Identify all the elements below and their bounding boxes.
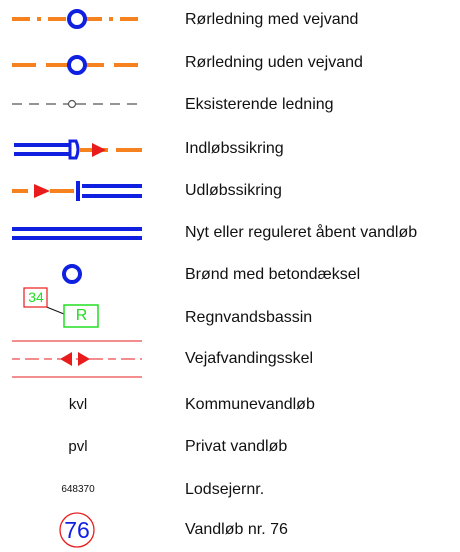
legend-row-inlet-protection: Indløbssikring <box>0 129 460 169</box>
existing-pipe-symbol <box>8 85 148 125</box>
legend-row-watercourse-number: 76 Vandløb nr. 76 <box>0 510 460 550</box>
legend-label: Lodsejernr. <box>185 481 265 498</box>
legend-row-rainwater-basin: 34 R Regnvandsbassin <box>0 287 460 338</box>
watercourse-number-text: 76 <box>64 517 90 543</box>
legend-label: Eksisterende ledning <box>185 96 334 113</box>
rainwater-basin-symbol: 34 R <box>8 286 148 338</box>
legend-row-manhole: Brønd med betondæksel <box>0 255 460 295</box>
legend-row-existing-pipe: Eksisterende ledning <box>0 85 460 125</box>
legend-label: Rørledning uden vejvand <box>185 54 363 71</box>
pipe-without-road-water-symbol <box>8 43 148 83</box>
legend-label: Regnvandsbassin <box>185 309 313 326</box>
inlet-protection-symbol <box>8 129 148 169</box>
legend-row-road-drainage-divide: Vejafvandingsskel <box>0 339 460 379</box>
legend-label: Vejafvandingsskel <box>185 350 314 367</box>
legend-label: Udløbssikring <box>185 182 282 199</box>
watercourse-number-symbol: 76 <box>8 510 148 550</box>
open-watercourse-symbol <box>8 213 148 253</box>
legend-label: Vandløb nr. 76 <box>185 521 288 538</box>
legend-label: Rørledning med vejvand <box>185 11 359 28</box>
legend-row-pipe-with-road-water: Rørledning med vejvand <box>0 0 460 40</box>
legend-row-municipal-watercourse: kvl Kommunevandløb <box>0 385 460 425</box>
legend-label: Indløbssikring <box>185 140 284 157</box>
legend-row-pipe-without-road-water: Rørledning uden vejvand <box>0 43 460 83</box>
legend-row-outlet-protection: Udløbssikring <box>0 171 460 211</box>
legend-row-new-open-watercourse: Nyt eller reguleret åbent vandløb <box>0 213 460 253</box>
legend-row-private-watercourse: pvl Privat vandløb <box>0 427 460 467</box>
legend-label: Privat vandløb <box>185 438 288 455</box>
basin-letter-badge: R <box>75 307 88 324</box>
manhole-symbol <box>8 255 148 295</box>
legend-label: Brønd med betondæksel <box>185 266 361 283</box>
basin-number-badge: 34 <box>28 289 44 305</box>
road-drainage-divide-symbol <box>8 339 148 379</box>
pipe-with-road-water-symbol <box>8 0 148 40</box>
pvl-abbreviation: pvl <box>68 438 88 455</box>
outlet-protection-symbol <box>8 171 148 211</box>
landowner-number-example: 648370 <box>61 484 95 495</box>
kvl-abbreviation: kvl <box>68 396 88 413</box>
legend-label: Nyt eller reguleret åbent vandløb <box>185 224 418 241</box>
legend-label: Kommunevandløb <box>185 396 315 413</box>
legend-row-landowner-number: 648370 Lodsejernr. <box>0 470 460 510</box>
